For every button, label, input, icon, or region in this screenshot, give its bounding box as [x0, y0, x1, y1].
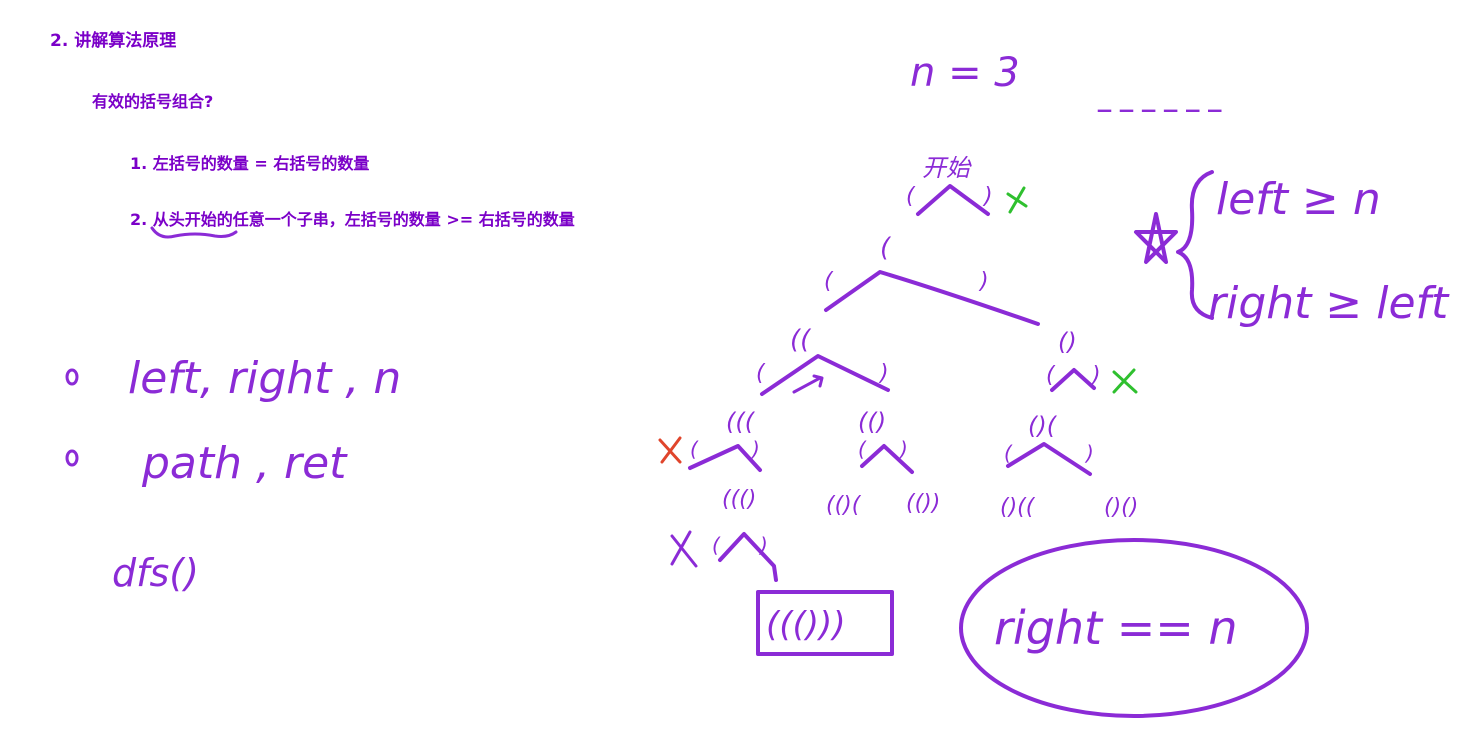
l3c-branch-open: ( [1004, 441, 1013, 465]
path-line: path , ret [141, 438, 348, 489]
branch-level2-left [760, 354, 890, 396]
l2a-branch-close: ) [878, 361, 889, 386]
star-icon [1134, 212, 1178, 264]
l3a-branch-close: ) [750, 437, 760, 461]
condition-left: left ≥ n [1216, 174, 1381, 225]
prune-mark-root [1006, 186, 1028, 214]
l4-branch-close: ) [758, 533, 768, 557]
l1-branch-close: ) [978, 269, 989, 294]
branch-level3-c [1006, 442, 1092, 476]
l2a-branch-open: ( [756, 361, 766, 386]
node-level4-b: (()( [826, 493, 862, 518]
underline-squiggle [150, 226, 238, 239]
dfs-call: dfs() [112, 551, 199, 595]
prune-mark-level2 [1112, 368, 1138, 394]
rule-equal-count: 1. 左括号的数量 = 右括号的数量 [130, 154, 370, 173]
result-condition: right == n [994, 601, 1238, 655]
branch-root [916, 184, 990, 216]
l3a-branch-open: ( [690, 437, 699, 461]
start-label: 开始 [922, 154, 972, 182]
node-level4-c: (()) [906, 491, 940, 516]
rule-prefix-count: 2. 从头开始的任意一个子串，左括号的数量 >= 右括号的数量 [130, 210, 575, 229]
l3c-branch-close: ) [1084, 441, 1094, 465]
node-level3-c: ()( [1028, 412, 1058, 440]
node-level4-a: ((() [722, 487, 756, 512]
node-level4-e: ()() [1104, 495, 1138, 520]
result-box [756, 590, 894, 656]
branch-level2-right [1050, 368, 1096, 392]
backtrack-arrow [792, 374, 824, 394]
node-level3-b: (() [858, 408, 886, 436]
condition-brace [1176, 170, 1214, 320]
node-level2-left: (( [790, 325, 812, 355]
l2b-branch-open: ( [1046, 363, 1056, 388]
root-branch-open: ( [906, 184, 916, 209]
node-level1: ( [880, 233, 892, 263]
n-value: n = 3 [910, 50, 1020, 96]
l1-branch-open: ( [824, 269, 834, 294]
result-node: ((())) [766, 605, 846, 645]
bullet-2 [65, 449, 79, 467]
blank-slots: _ _ _ _ _ _ [1097, 83, 1222, 113]
branch-level1 [824, 270, 1040, 326]
node-level4-d: ()(( [1000, 495, 1036, 520]
root-branch-close: ) [982, 184, 993, 209]
branch-level3-b [860, 444, 914, 474]
branch-level4 [718, 532, 778, 582]
bullet-1 [65, 368, 79, 386]
l2b-branch-close: ) [1090, 363, 1101, 388]
prune-mark-bottom [670, 530, 698, 568]
condition-right: right ≥ left [1208, 278, 1450, 329]
l3b-branch-close: ) [898, 437, 908, 461]
question-heading: 有效的括号组合? [92, 92, 214, 111]
section-heading: 2. 讲解算法原理 [50, 31, 177, 51]
termination-ellipse [959, 538, 1309, 718]
node-level2-right: () [1058, 328, 1077, 356]
node-level3-a: ((( [726, 408, 756, 436]
prune-mark-left [658, 436, 682, 464]
l3b-branch-open: ( [858, 437, 867, 461]
vars-line: left, right , n [128, 353, 401, 404]
l4-branch-open: ( [712, 533, 721, 557]
branch-level3-a [688, 444, 762, 472]
